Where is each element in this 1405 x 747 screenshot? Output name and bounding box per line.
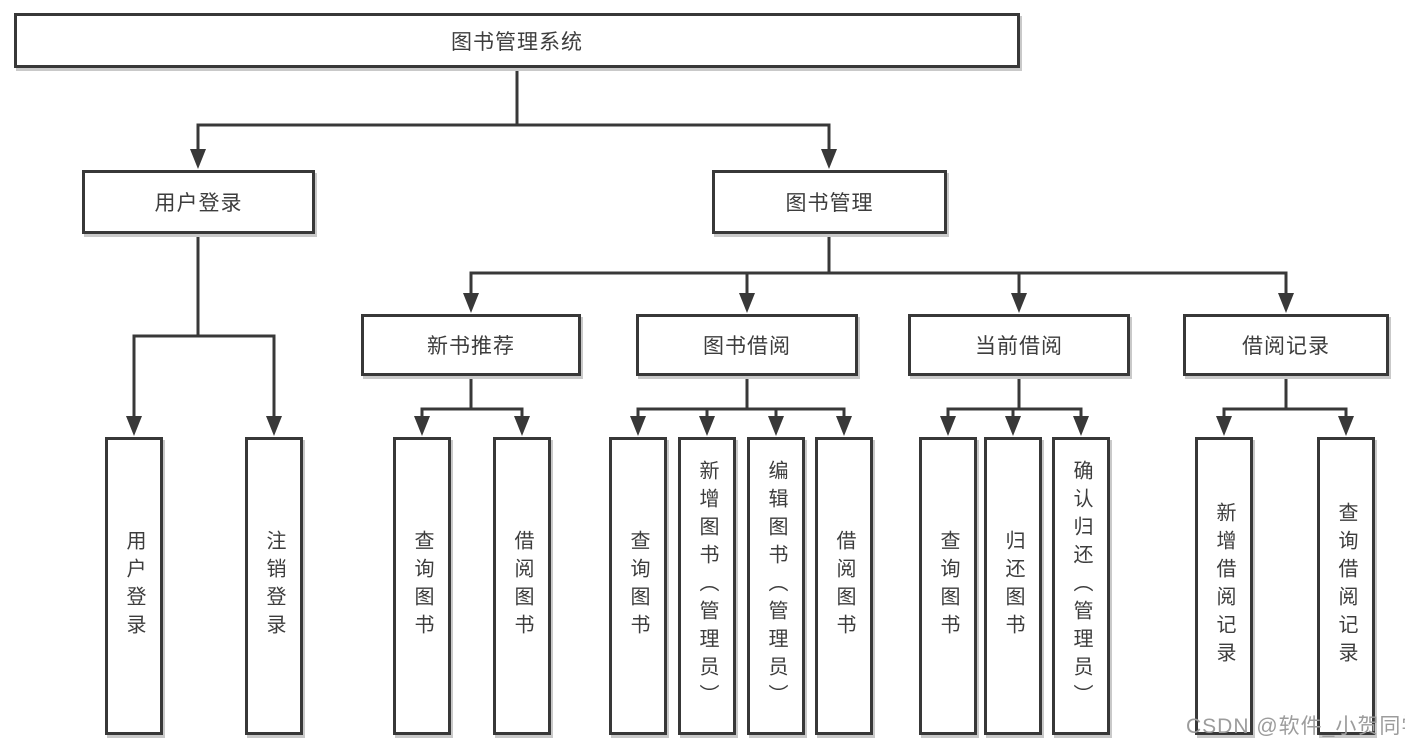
leaf-borrow-books-borrowing: 借阅图书 [815, 437, 873, 735]
leaf-user-login: 用户登录 [105, 437, 163, 735]
node-borrowing-records: 借阅记录 [1183, 314, 1389, 376]
arrow-down-icon [836, 416, 852, 436]
node-book-management: 图书管理 [712, 170, 947, 234]
node-user-login: 用户登录 [82, 170, 315, 234]
connector-records-branch [1222, 407, 1348, 420]
arrow-down-icon [768, 416, 784, 436]
csdn-watermark: CSDN @软件_小贺同学 [1186, 715, 1405, 738]
node-current-borrowing: 当前借阅 [908, 314, 1130, 376]
arrow-down-icon [190, 149, 206, 169]
leaf-logout: 注销登录 [245, 437, 303, 735]
arrow-down-icon [514, 416, 530, 436]
leaf-edit-books-admin: 编辑图书（管理员） [747, 437, 805, 735]
arrow-down-icon [1216, 416, 1232, 436]
leaf-query-books-recommend: 查询图书 [393, 437, 451, 735]
arrow-down-icon [630, 416, 646, 436]
arrow-down-icon [463, 293, 479, 313]
arrow-down-icon [1073, 416, 1089, 436]
leaf-add-borrow-record: 新增借阅记录 [1195, 437, 1253, 735]
node-new-book-recommend: 新书推荐 [361, 314, 581, 376]
node-root: 图书管理系统 [14, 13, 1020, 68]
leaf-query-books-current: 查询图书 [919, 437, 977, 735]
arrow-down-icon [414, 416, 430, 436]
leaf-add-books-admin: 新增图书（管理员） [678, 437, 736, 735]
leaf-query-books-borrowing: 查询图书 [609, 437, 667, 735]
arrow-down-icon [1278, 293, 1294, 313]
arrow-down-icon [266, 416, 282, 436]
connector-user-login-branch [132, 334, 276, 418]
arrow-down-icon [126, 416, 142, 436]
connector-level3-branch [469, 271, 1288, 295]
arrow-down-icon [821, 149, 837, 169]
connector-level2-branch [196, 123, 831, 150]
arrow-down-icon [699, 416, 715, 436]
leaf-query-borrow-record: 查询借阅记录 [1317, 437, 1375, 735]
leaf-confirm-return-admin: 确认归还（管理员） [1052, 437, 1110, 735]
arrow-down-icon [1338, 416, 1354, 436]
arrow-down-icon [1011, 293, 1027, 313]
arrow-down-icon [1005, 416, 1021, 436]
node-book-borrowing: 图书借阅 [636, 314, 858, 376]
connector-recommend-branch [420, 407, 524, 420]
leaf-return-books: 归还图书 [984, 437, 1042, 735]
connector-current-branch [946, 407, 1083, 420]
leaf-borrow-books-recommend: 借阅图书 [493, 437, 551, 735]
connector-borrowing-branch [636, 407, 846, 420]
arrow-down-icon [940, 416, 956, 436]
arrow-down-icon [739, 293, 755, 313]
